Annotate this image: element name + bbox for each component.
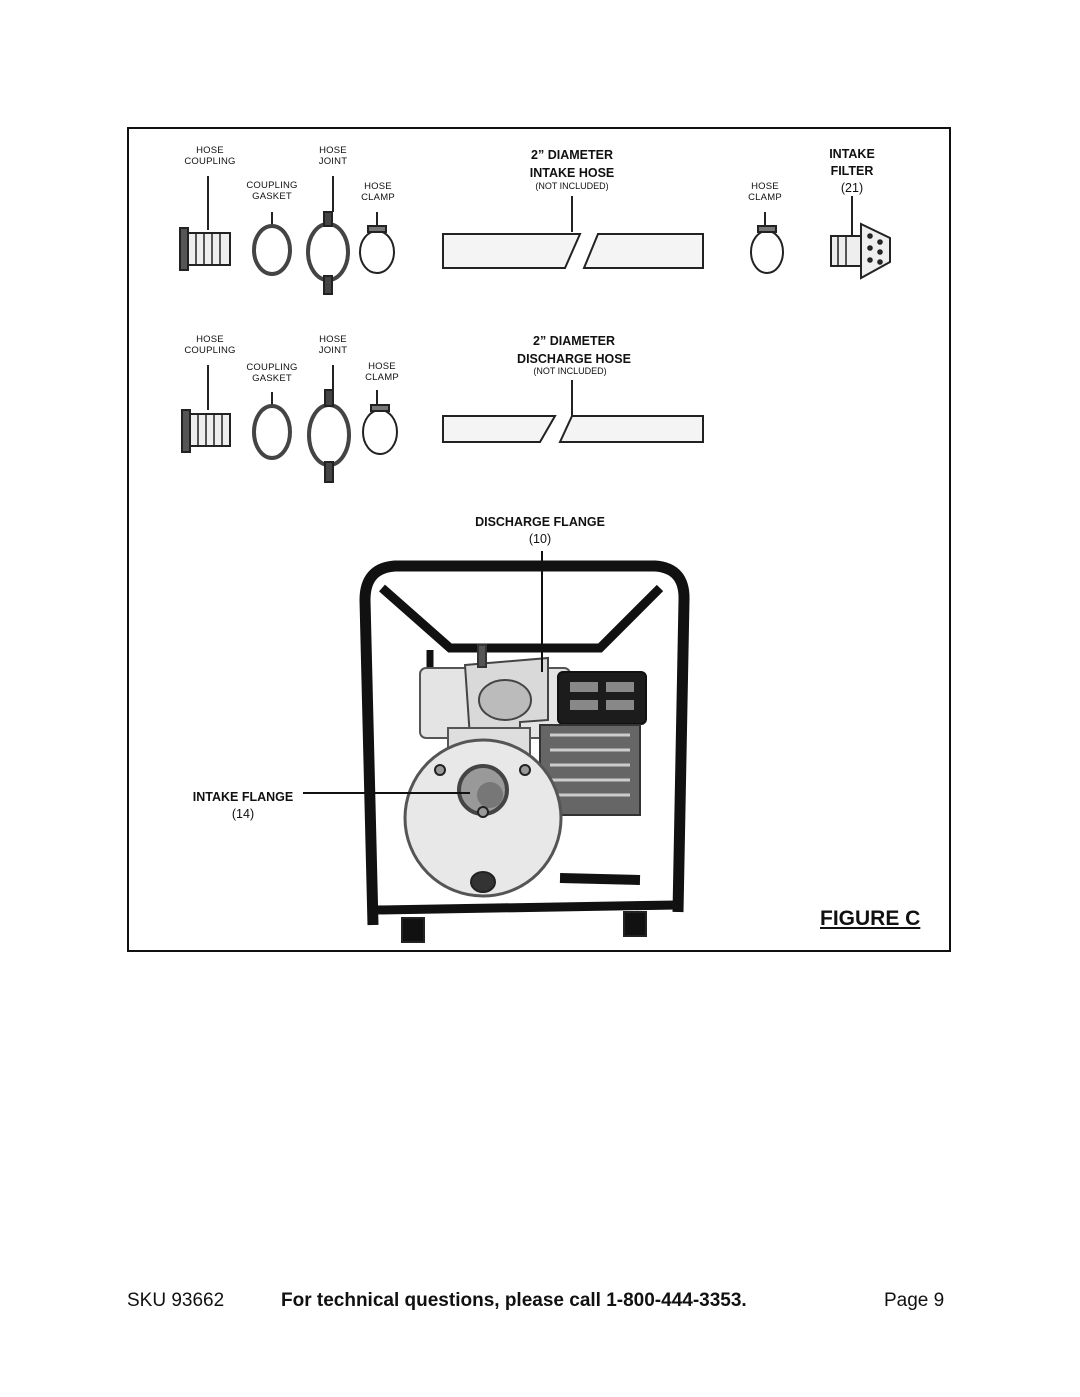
intake-coupling-gasket	[252, 224, 292, 276]
discharge-hose-coupling	[181, 409, 231, 453]
intake-hose-clamp-2	[750, 225, 784, 274]
intake-hose-joint	[306, 211, 350, 295]
discharge-coupling-gasket	[252, 404, 292, 460]
figure-frame	[127, 127, 951, 952]
discharge-flange-label: DISCHARGE FLANGE (10)	[475, 515, 605, 546]
discharge-hose-note: (NOT INCLUDED)	[533, 366, 607, 376]
footer-tech-line: For technical questions, please call 1-8…	[281, 1290, 747, 1311]
intake-hose-note: (NOT INCLUDED)	[535, 181, 609, 191]
discharge-hose-clamp	[362, 404, 398, 455]
intake-hose-clamp	[359, 225, 395, 274]
water-pump-illustration	[359, 560, 690, 943]
discharge-hose	[442, 415, 704, 443]
intake-hose	[442, 233, 704, 269]
figure-title: FIGURE C	[820, 907, 921, 930]
intake-flange-label: INTAKE FLANGE (14)	[192, 790, 294, 821]
intake-filter-label: INTAKE FILTER (21)	[829, 147, 875, 195]
intake-hose-coupling	[179, 227, 231, 271]
footer-page-number: Page 9	[884, 1290, 945, 1311]
discharge-hose-joint	[307, 389, 351, 483]
intake-filter	[830, 222, 891, 280]
footer-sku: SKU 93662	[127, 1290, 225, 1311]
